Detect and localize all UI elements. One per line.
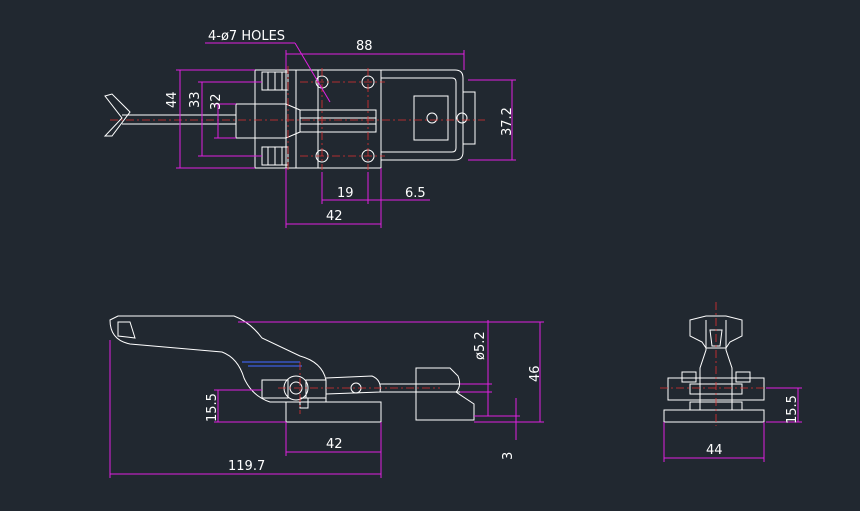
top-dim-32-label: 32 (209, 93, 224, 110)
top-note-holes: 4-ø7 HOLES (208, 29, 285, 44)
side-dim-119-7-label: 119.7 (228, 459, 265, 474)
top-dim-33-label: 33 (188, 91, 203, 108)
top-handle-body (235, 103, 301, 139)
side-dim-pin-label: ø5.2 (473, 331, 488, 360)
side-dim-3-label: 3 (501, 452, 516, 460)
end-dim-15-5-label: 15.5 (785, 395, 800, 424)
side-dim-3 (474, 398, 520, 440)
end-dim-44-label: 44 (706, 443, 723, 458)
top-view: 88 4-ø7 HOLES 44 33 32 37.2 (103, 29, 516, 228)
top-arm (300, 109, 377, 133)
end-dim-44 (663, 422, 765, 462)
top-dim-42-label: 42 (326, 209, 343, 224)
side-hook (415, 367, 475, 421)
side-dim-46 (238, 321, 544, 423)
side-arm (325, 375, 381, 395)
top-dim-42 (285, 168, 382, 228)
top-dim-44 (176, 69, 255, 169)
side-dim-119-7 (109, 340, 382, 478)
top-dim-33 (198, 81, 262, 157)
top-dim-44-label: 44 (165, 91, 180, 108)
side-dim-46-label: 46 (528, 365, 543, 382)
end-view: 15.5 44 (660, 302, 802, 462)
top-dim-88-label: 88 (356, 39, 373, 54)
side-dim-15-5 (214, 389, 286, 423)
top-dim-32 (214, 103, 236, 139)
top-u-bracket (381, 69, 464, 161)
side-handle (109, 315, 327, 403)
side-dim-pin (460, 320, 492, 416)
end-base (663, 409, 765, 423)
top-note-leader (205, 42, 331, 103)
side-dim-15-5-label: 15.5 (205, 393, 220, 422)
top-dim-37-2-label: 37.2 (500, 107, 515, 136)
end-dim-15-5 (766, 387, 802, 423)
top-dim-88 (285, 50, 465, 70)
side-view: 46 ø5.2 15.5 3 42 11 (109, 315, 544, 478)
top-dim-37-2 (468, 79, 516, 161)
top-dim-6-5-label: 6.5 (405, 186, 426, 201)
end-handle-top (689, 315, 743, 349)
side-dim-42-label: 42 (326, 437, 343, 452)
side-base (285, 401, 382, 423)
top-bolt-lower (261, 146, 289, 166)
side-dim-42 (285, 422, 382, 456)
top-dim-19 (321, 172, 369, 204)
top-bolt-upper (261, 71, 289, 91)
top-handle-grip (103, 93, 131, 137)
top-dim-19-label: 19 (337, 186, 354, 201)
